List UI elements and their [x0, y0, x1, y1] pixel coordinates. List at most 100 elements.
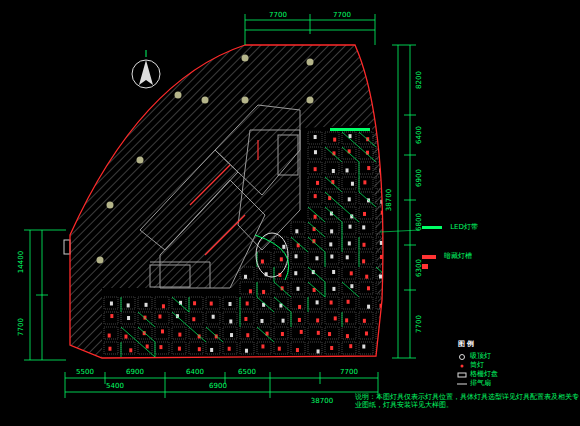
light-fixture — [193, 301, 196, 305]
dimension-text: 7700 — [18, 318, 26, 336]
wiring — [308, 237, 325, 252]
dimension-text: 6400 — [186, 369, 204, 377]
light-fixture — [332, 287, 335, 291]
light-fixture — [315, 256, 318, 260]
light-fixture — [363, 180, 366, 184]
ceiling-grid — [206, 342, 220, 354]
legend-item: 吸顶灯 — [470, 353, 491, 361]
light-fixture — [260, 319, 263, 323]
light-fixture — [350, 284, 353, 288]
legend-symbol — [460, 355, 465, 360]
dimension-text: 7700 — [416, 315, 424, 333]
light-fixture — [110, 301, 113, 305]
wiring — [257, 327, 274, 342]
ceiling-grid — [155, 342, 169, 354]
light-fixture — [314, 135, 317, 139]
wiring — [274, 267, 275, 282]
light-fixture — [382, 348, 385, 352]
ceiling-grid — [359, 342, 373, 354]
ceiling-grid — [376, 297, 390, 309]
light-fixture — [365, 331, 368, 335]
ceiling-grid — [189, 297, 203, 309]
ceiling-grid — [325, 297, 339, 309]
light-fixture — [362, 345, 365, 349]
light-fixture — [230, 333, 233, 337]
light-fixture — [210, 302, 213, 306]
ceiling-grid — [240, 327, 254, 339]
light-fixture — [244, 275, 247, 279]
marker-label: LED灯带 — [450, 224, 478, 232]
light-fixture — [298, 305, 301, 309]
wiring — [138, 327, 155, 342]
wiring — [121, 342, 122, 357]
light-fixture — [127, 303, 130, 307]
ceiling-grid — [155, 312, 169, 324]
ceiling-grid — [223, 297, 237, 309]
light-fixture — [246, 333, 249, 337]
light-fixture — [316, 181, 319, 185]
light-fixture — [261, 259, 264, 263]
ceiling-grid — [257, 312, 271, 324]
wiring — [342, 207, 359, 222]
ceiling-grid — [291, 267, 305, 279]
wiring — [359, 147, 376, 162]
ceiling-grid — [155, 297, 169, 309]
dimension-text: 6900 — [126, 369, 144, 377]
ceiling-grid — [291, 297, 305, 309]
light-fixture — [348, 241, 351, 245]
north-arrow — [132, 50, 160, 88]
ceiling-grid — [155, 327, 169, 339]
ceiling-grid — [291, 312, 305, 324]
wiring — [342, 147, 359, 162]
ceiling-grid — [104, 297, 118, 309]
ceiling-grid — [359, 252, 373, 264]
light-fixture — [316, 318, 319, 322]
wiring — [342, 237, 343, 252]
light-fixture — [317, 331, 320, 335]
ceiling-grid — [172, 342, 186, 354]
ceiling-grid — [342, 237, 356, 249]
light-fixture — [110, 314, 113, 318]
ceiling-grid — [223, 312, 237, 324]
light-fixture — [328, 332, 331, 336]
wiring — [121, 297, 122, 312]
ceiling-grid — [274, 252, 288, 264]
light-fixture — [314, 194, 317, 198]
light-fixture — [379, 275, 382, 279]
ceiling-grid — [325, 132, 339, 144]
wiring — [291, 237, 308, 252]
ceiling-grid — [376, 342, 390, 354]
ceiling-grid — [376, 177, 390, 189]
light-fixture — [332, 169, 335, 173]
light-fixture — [261, 344, 264, 348]
ceiling-grid — [325, 312, 339, 324]
light-fixture — [296, 287, 299, 291]
light-fixture — [333, 138, 336, 142]
wiring — [274, 297, 291, 312]
ceiling-grid — [223, 342, 237, 354]
ceiling-grid — [325, 252, 339, 264]
light-fixture — [334, 316, 337, 320]
ceiling-grid — [325, 282, 339, 294]
legend-item: 排气扇 — [470, 380, 491, 388]
wiring — [172, 297, 189, 312]
light-fixture — [330, 301, 333, 305]
wiring — [206, 327, 223, 342]
wiring — [342, 282, 359, 297]
ceiling-grid — [308, 312, 322, 324]
light-fixture — [280, 257, 283, 261]
wiring — [138, 342, 155, 357]
ceiling-grid — [189, 342, 203, 354]
light-fixture — [158, 314, 161, 318]
light-fixture — [345, 318, 348, 322]
building-outline — [70, 45, 383, 358]
ceiling-grid — [121, 342, 135, 354]
dimension-text: 6300 — [416, 259, 424, 277]
wiring — [359, 192, 376, 207]
light-fixture — [159, 345, 162, 349]
light-fixture — [300, 330, 303, 334]
wiring — [342, 222, 343, 237]
marker-symbols — [330, 128, 442, 269]
ceiling-grid — [359, 237, 373, 249]
